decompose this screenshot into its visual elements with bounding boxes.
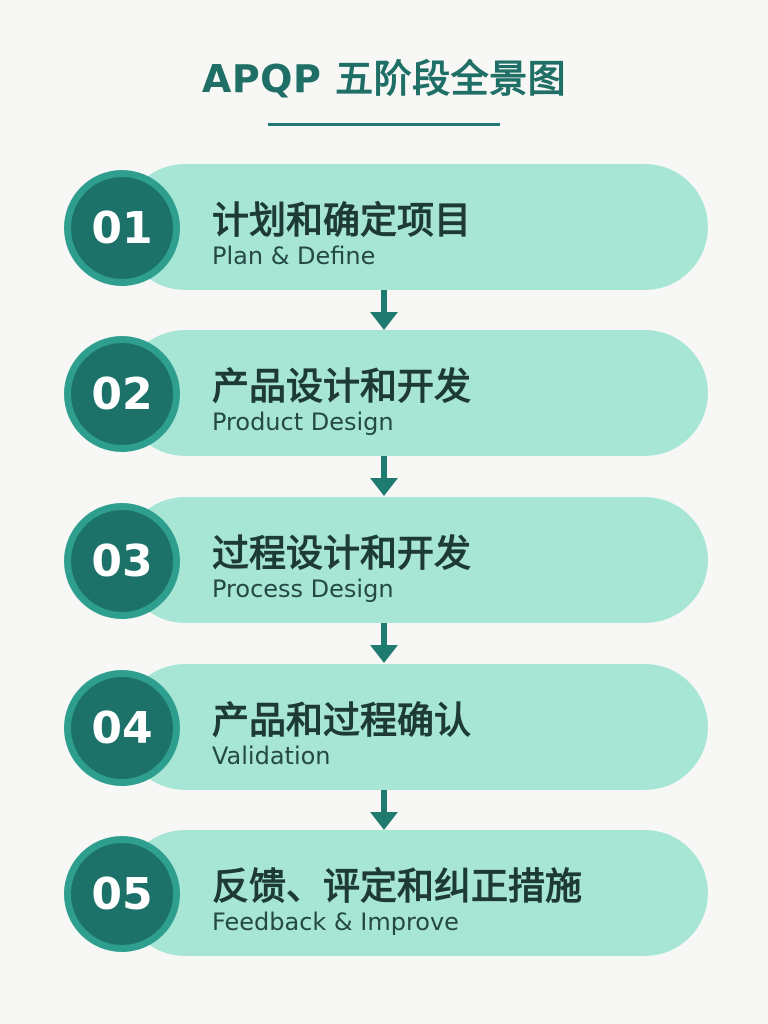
- stage-number-badge: 02: [71, 343, 173, 445]
- stage-title-en: Process Design: [212, 575, 394, 603]
- stage-title-zh: 计划和确定项目: [212, 199, 471, 242]
- arrow-down-icon: [370, 290, 398, 330]
- stage-2: 02 产品设计和开发 Product Design: [64, 330, 708, 456]
- stage-5: 05 反馈、评定和纠正措施 Feedback & Improve: [64, 830, 708, 956]
- title-underline: [268, 123, 500, 126]
- stage-title-zh: 反馈、评定和纠正措施: [212, 865, 582, 908]
- stage-title-en: Product Design: [212, 408, 394, 436]
- stage-pill: [122, 330, 708, 456]
- arrow-down-icon: [370, 456, 398, 496]
- stage-number-badge: 03: [71, 510, 173, 612]
- stage-title-en: Validation: [212, 742, 331, 770]
- stage-number-badge: 04: [71, 677, 173, 779]
- stage-title-zh: 过程设计和开发: [212, 532, 471, 575]
- stage-3: 03 过程设计和开发 Process Design: [64, 497, 708, 623]
- stage-title-en: Plan & Define: [212, 242, 376, 270]
- stage-number-badge: 05: [71, 843, 173, 945]
- page-title: APQP 五阶段全景图: [201, 57, 567, 101]
- stage-pill: [122, 164, 708, 290]
- stage-pill: [122, 664, 708, 790]
- stage-4: 04 产品和过程确认 Validation: [64, 664, 708, 790]
- stage-number-badge: 01: [71, 177, 173, 279]
- stage-pill: [122, 830, 708, 956]
- stage-pill: [122, 497, 708, 623]
- stage-title-zh: 产品和过程确认: [212, 699, 471, 742]
- arrow-down-icon: [370, 790, 398, 830]
- stage-title-zh: 产品设计和开发: [212, 365, 471, 408]
- stage-title-en: Feedback & Improve: [212, 908, 459, 936]
- stage-1: 01 计划和确定项目 Plan & Define: [64, 164, 708, 290]
- arrow-down-icon: [370, 623, 398, 663]
